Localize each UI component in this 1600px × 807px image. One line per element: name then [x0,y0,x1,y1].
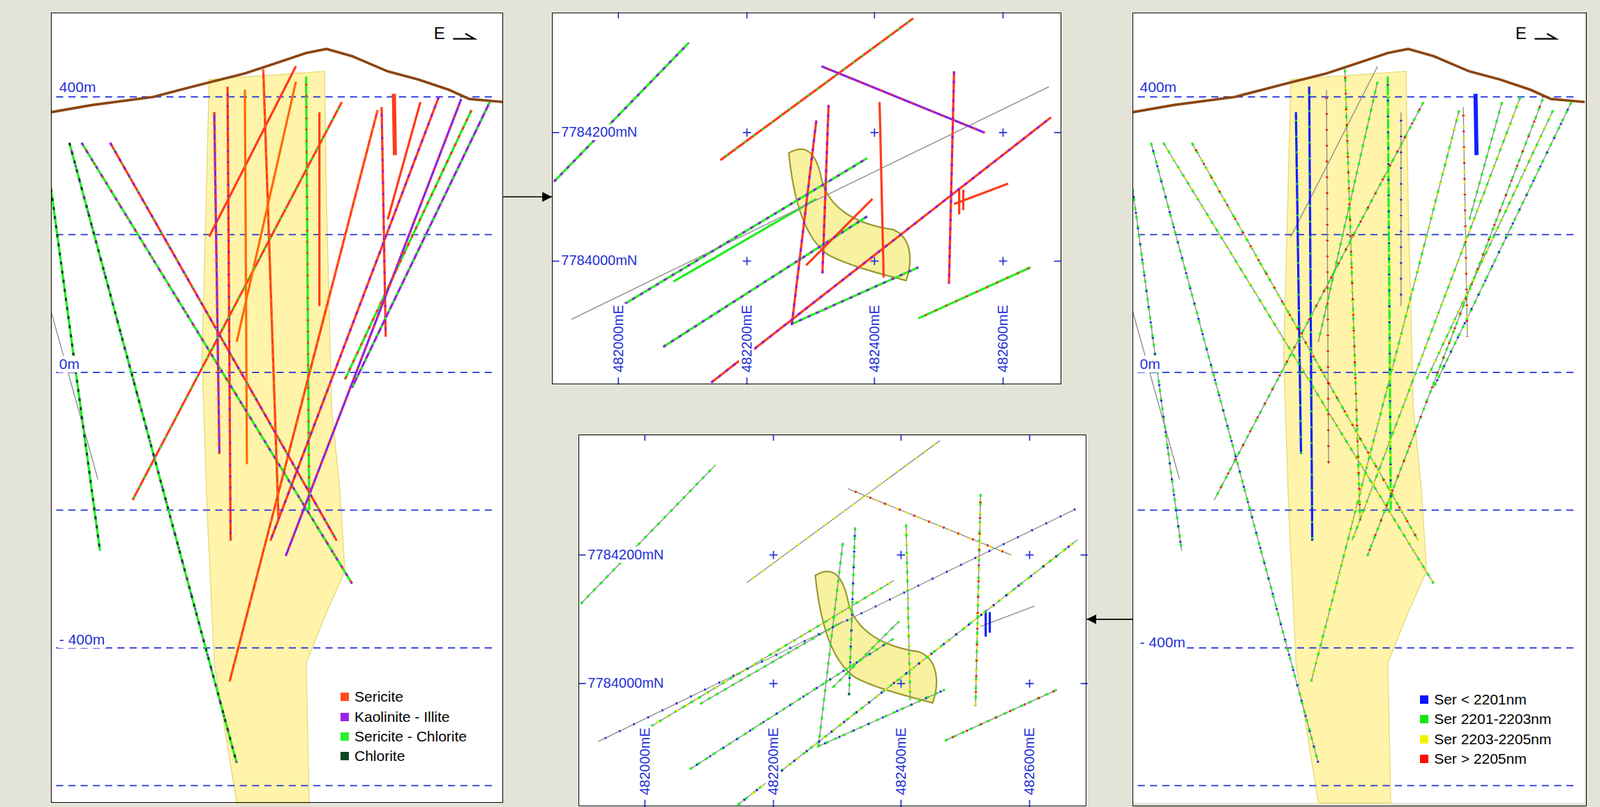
easting-label: 482400mE [893,726,909,797]
coordinate-label: 7784200mN [586,547,665,564]
coordinate-label: 7784000mN [559,252,639,269]
easting-label: 482400mE [866,304,882,375]
legend-swatch [1419,715,1429,724]
legend-swatch [1419,695,1429,705]
panel-arrow [1086,618,1133,621]
legend-swatch [340,752,349,761]
cross-section-panel: E 400m 0m - 400m [50,12,504,804]
cross-section-alteration [50,12,504,804]
easting-label: 482600mE [995,304,1011,375]
coordinate-label: 7784200mN [559,124,639,141]
easting-label: 482600mE [1021,726,1037,797]
coordinate-label: 7784000mN [586,675,665,692]
cross-section-wavelength [1132,12,1585,804]
cross-section-panel: E 400m 0m - 400m [1132,12,1587,807]
legend-swatch [340,732,349,742]
coordinate-label: 400m [1138,78,1178,96]
legend-label: Ser 2201-2203nm [1432,711,1553,728]
legend-swatch [1419,754,1429,764]
plan-view-wavelength [578,434,1088,807]
north-arrow-label: E [1514,23,1529,44]
plan-view-alteration [551,12,1062,386]
easting-label: 482000mE [637,726,653,797]
coordinate-label: - 400m [1138,634,1187,652]
legend-swatch [340,713,349,722]
legend-swatch [340,692,349,702]
legend-label: Ser < 2201nm [1432,691,1529,709]
coordinate-label: 0m [57,355,81,373]
easting-label: 482000mE [610,304,626,375]
coordinate-label: 400m [57,78,98,96]
legend-label: Sericite [353,688,405,706]
easting-label: 482200mE [738,304,755,375]
plan-view-panel: 7784200mN 7784000mN 482000mE 482200mE 482400… [578,434,1087,806]
legend-label: Kaolinite - Illite [353,708,452,726]
plan-view-panel: 7784200mN 7784000mN 482000mE 482200mE 482400… [551,12,1062,386]
coordinate-label: - 400m [57,631,107,649]
legend-label: Chlorite [353,748,407,765]
easting-label: 482200mE [765,726,781,797]
legend-label: Ser 2203-2205nm [1432,731,1553,749]
legend-swatch [1419,735,1429,744]
panel-arrow [503,196,552,199]
north-arrow-label: E [432,23,447,44]
legend-label: Ser > 2205nm [1432,750,1529,768]
legend-label: Sericite - Chlorite [353,728,469,746]
coordinate-label: 0m [1138,355,1162,373]
